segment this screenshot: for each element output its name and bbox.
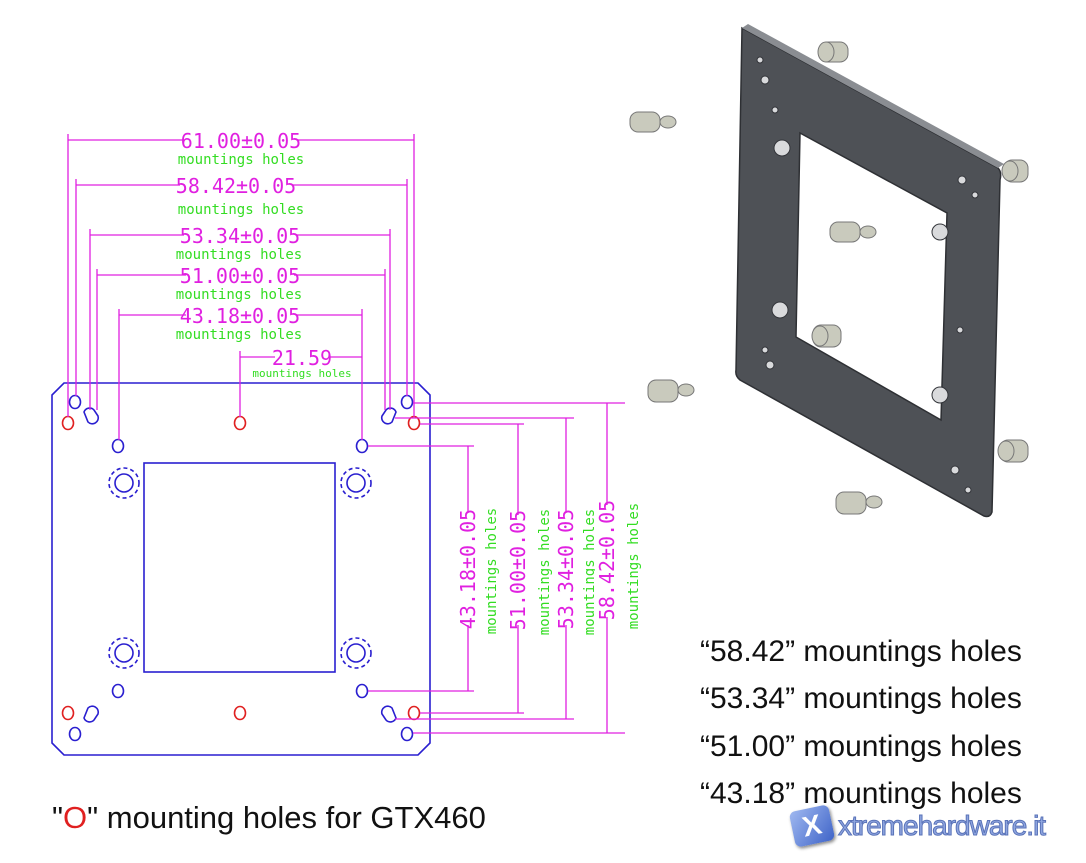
dim-58-42: 58.42±0.05 (176, 174, 296, 198)
dim-note: mountings holes (176, 287, 302, 303)
watermark-logo: X xtremehardware.it (788, 804, 1047, 848)
vdim-51-00: 51.00±0.05 (506, 510, 530, 630)
dim-21-59: 21.59 (272, 346, 332, 370)
plate-outline (51, 382, 431, 756)
logo-text: xtremehardware.it (837, 810, 1046, 842)
dim-note: mountings holes (537, 509, 553, 635)
dim-note: mountings holes (176, 247, 302, 263)
dim-note: mountings holes (176, 327, 302, 343)
dim-note: mountings holes (178, 152, 304, 168)
vdim-58-42: 58.42±0.05 (595, 500, 619, 620)
dim-61-00: 61.00±0.05 (181, 129, 301, 153)
legend-line: “51.00” mountings holes (700, 730, 1022, 763)
caption-text: " mounting holes for GTX460 (87, 800, 486, 835)
horizontal-dimension-lines (67, 134, 415, 440)
screw-icon (629, 41, 1029, 515)
horizontal-dimension-labels: 61.00±0.05 mountings holes 58.42±0.05 mo… (176, 128, 352, 380)
vdim-43-18: 43.18±0.05 (456, 509, 480, 629)
dim-51-00: 51.00±0.05 (180, 264, 300, 288)
dim-53-34: 53.34±0.05 (180, 224, 300, 248)
dim-43-18: 43.18±0.05 (180, 304, 300, 328)
gtx460-red-holes (61, 415, 421, 721)
bracket-3d-render (629, 24, 1029, 518)
dim-note: mountings holes (252, 367, 351, 380)
legend-line: “53.34” mountings holes (700, 682, 1022, 715)
caption-quote: " (52, 800, 64, 835)
vertical-dimension-labels: 43.18±0.05 mountings holes 51.00±0.05 mo… (456, 500, 642, 635)
legend-line: “43.18” mountings holes (700, 777, 1022, 810)
dim-note: mountings holes (178, 202, 304, 218)
legend-line: “58.42” mountings holes (700, 635, 1022, 668)
standoff-holes (108, 467, 372, 669)
caption: "O" mounting holes for GTX460 (52, 800, 486, 836)
die-window (143, 462, 336, 673)
vdim-53-34: 53.34±0.05 (554, 509, 578, 629)
dim-note: mountings holes (484, 508, 500, 634)
caption-red-marker: O (63, 800, 88, 835)
dim-note: mountings holes (626, 503, 642, 629)
blue-holes (68, 394, 414, 742)
logo-x-icon: X (788, 804, 836, 848)
dim-note: mountings holes (582, 509, 598, 635)
